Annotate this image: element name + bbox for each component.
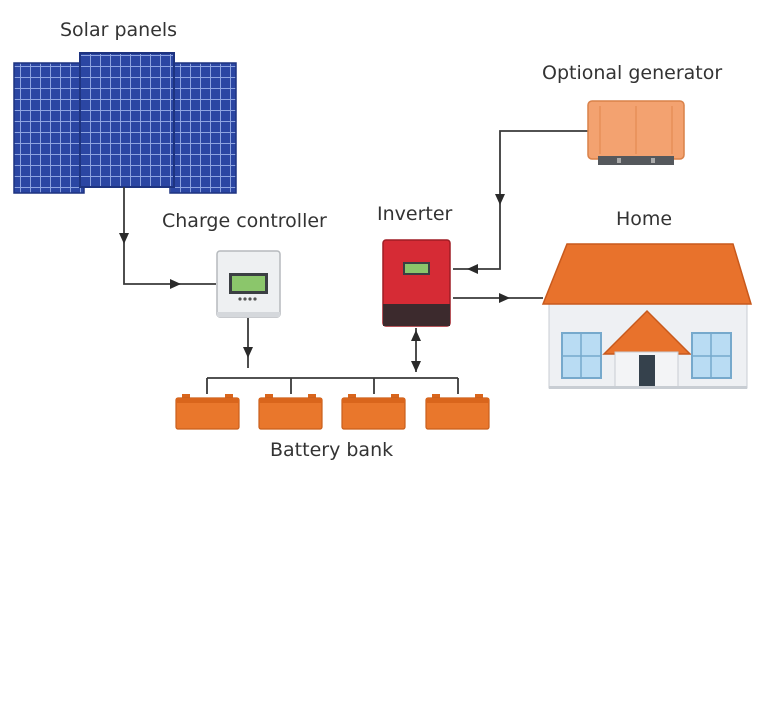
battery-icon	[175, 394, 240, 430]
battery-bank-icon	[175, 394, 490, 430]
arrow-down-generator	[495, 194, 505, 205]
solar-panel-left	[13, 62, 85, 194]
arrow-right-controller	[170, 279, 181, 289]
solar-panel-center	[79, 52, 175, 188]
arrow-right-home	[499, 293, 510, 303]
home-label: Home	[616, 208, 673, 230]
wire-panels-to-controller	[123, 187, 216, 285]
inverter-label: Inverter	[377, 203, 453, 225]
arrow-down-batteries	[411, 361, 421, 372]
solar-panel-right	[169, 62, 237, 194]
solar-panels-icon	[13, 52, 237, 194]
arrow-down-panels	[119, 233, 129, 244]
battery-icon	[258, 394, 323, 430]
flow-arrows	[119, 194, 510, 372]
arrow-left-inverter	[467, 264, 478, 274]
arrow-down-controller	[243, 347, 253, 358]
charge-controller-icon	[216, 250, 281, 318]
battery-icon	[341, 394, 406, 430]
charge-controller-label: Charge controller	[162, 210, 327, 232]
arrow-up-inverter	[411, 330, 421, 341]
inverter-icon	[382, 239, 451, 327]
solar-panels-label: Solar panels	[60, 19, 178, 41]
battery-bank-label: Battery bank	[270, 439, 394, 461]
wire-battery-bus	[206, 377, 459, 394]
battery-icon	[425, 394, 490, 430]
generator-icon	[587, 100, 685, 165]
optional-generator-label: Optional generator	[542, 62, 723, 84]
home-icon	[541, 243, 753, 389]
